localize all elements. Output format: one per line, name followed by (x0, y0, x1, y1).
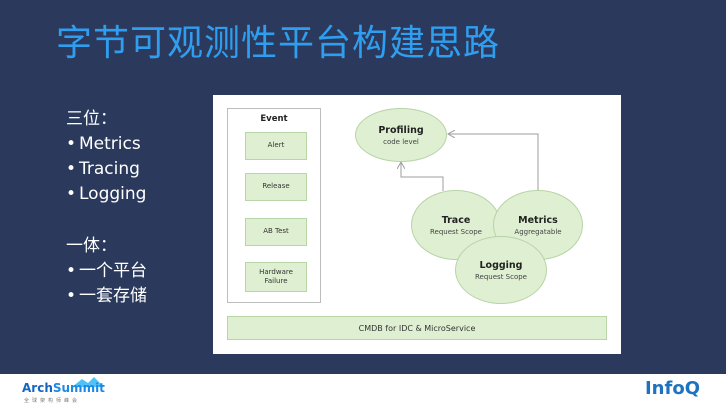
group-heading-one: 一体： (66, 236, 117, 256)
archsummit-wordmark: ArchSummit (22, 381, 105, 395)
archsummit-mountain-icon (72, 377, 104, 387)
bullet-list: 三位： Metrics Tracing Logging 一体： 一个平台 一套存… (66, 106, 147, 309)
bullet-item: Metrics (66, 132, 147, 157)
group-heading-three: 三位： (66, 109, 117, 129)
bubble-logging: Logging Request Scope (455, 236, 547, 304)
bubble-profiling-title: Profiling (378, 124, 424, 136)
cmdb-bar: CMDB for IDC & MicroService (227, 316, 607, 340)
logo-arch-text: Arch (22, 381, 53, 395)
arrow-metrics-to-profiling (449, 134, 539, 191)
bullet-item: Logging (66, 182, 147, 207)
event-item-hardware-failure: Hardware Failure (245, 262, 307, 292)
logo-summit-text: Summit (52, 381, 105, 395)
bubble-trace: Trace Request Scope (411, 190, 501, 260)
bubble-metrics-title: Metrics (518, 214, 558, 226)
bubble-metrics-subtitle: Aggregatable (514, 227, 562, 236)
bubble-profiling: Profiling code level (355, 108, 447, 162)
bubble-trace-title: Trace (441, 214, 471, 226)
architecture-diagram: Event Alert Release AB Test Hardware Fai… (213, 95, 621, 354)
bubble-logging-subtitle: Request Scope (475, 272, 527, 281)
diagram-arrows (213, 95, 539, 191)
spacer (66, 207, 147, 233)
footer: ArchSummit 全球架构师峰会 InfoQ (0, 374, 726, 407)
bullet-item: Tracing (66, 157, 147, 182)
event-item-release: Release (245, 173, 307, 201)
event-item-ab-test: AB Test (245, 218, 307, 246)
event-panel: Event Alert Release AB Test Hardware Fai… (227, 108, 321, 303)
slide-title: 字节可观测性平台构建思路 (56, 23, 501, 64)
slide: 字节可观测性平台构建思路 三位： Metrics Tracing Logging… (0, 0, 726, 374)
bubble-trace-subtitle: Request Scope (430, 227, 482, 236)
event-panel-title: Event (260, 114, 288, 124)
bullet-item: 一个平台 (66, 259, 147, 284)
event-item-alert: Alert (245, 132, 307, 160)
archsummit-logo: ArchSummit 全球架构师峰会 (22, 377, 112, 405)
arrow-trace-to-profiling (401, 163, 444, 191)
bubble-profiling-subtitle: code level (383, 137, 419, 146)
archsummit-tagline: 全球架构师峰会 (24, 398, 81, 404)
infoq-logo: InfoQ (644, 378, 700, 399)
bubble-logging-title: Logging (479, 259, 523, 271)
bullet-item: 一套存储 (66, 284, 147, 309)
